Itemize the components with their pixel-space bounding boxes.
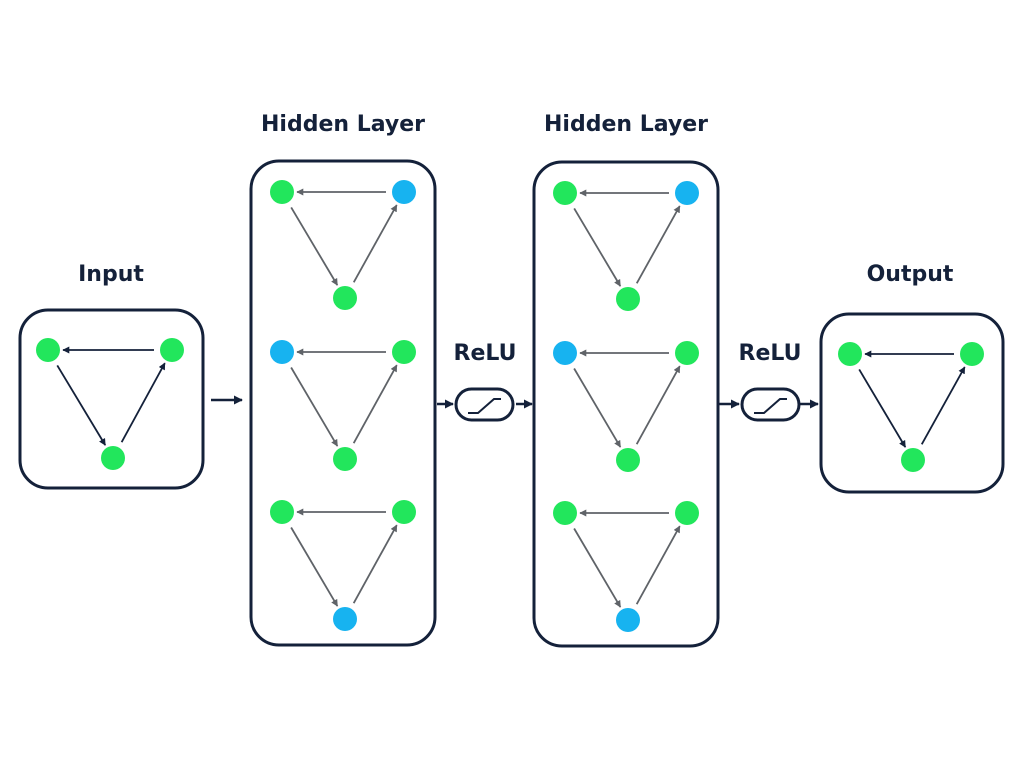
- graph-edge: [573, 368, 622, 448]
- graph-edge: [635, 205, 681, 284]
- graph-node-green: [333, 447, 357, 471]
- input-graph-1: [36, 338, 184, 470]
- graph-node-green: [838, 342, 862, 366]
- graph-edge: [120, 362, 166, 443]
- graph-edge: [352, 204, 398, 283]
- graph-node-blue: [392, 180, 416, 204]
- hidden1-graph-2: [270, 340, 416, 471]
- relu-2-label: ReLU: [739, 341, 802, 366]
- graph-edge: [635, 525, 681, 605]
- graph-node-green: [901, 448, 925, 472]
- graph-node-green: [553, 181, 577, 205]
- graph-edge: [290, 527, 339, 607]
- hidden2-graph-2: [553, 341, 699, 472]
- graph-edge: [352, 524, 398, 604]
- graph-edge: [635, 365, 681, 445]
- input-label: Input: [78, 262, 144, 287]
- graph-edge: [290, 367, 339, 447]
- graph-node-green: [101, 446, 125, 470]
- input-box: [18, 308, 205, 490]
- graph-edge: [352, 364, 398, 444]
- relu-1-icon: [454, 387, 515, 422]
- graph-edge: [573, 208, 622, 287]
- output-graph-1: [838, 342, 984, 472]
- hidden-layer-1-label: Hidden Layer: [261, 112, 425, 137]
- relu-1-label: ReLU: [454, 341, 517, 366]
- graph-edge: [56, 364, 107, 446]
- hidden1-graph-3: [270, 500, 416, 631]
- graph-edge: [920, 366, 966, 445]
- hidden2-graph-1: [553, 181, 699, 311]
- graph-node-green: [616, 448, 640, 472]
- graph-node-green: [616, 287, 640, 311]
- graph-node-green: [270, 500, 294, 524]
- graph-node-green: [333, 286, 357, 310]
- graph-node-green: [675, 501, 699, 525]
- graph-node-green: [36, 338, 60, 362]
- output-box: [819, 312, 1005, 494]
- graph-node-green: [553, 501, 577, 525]
- graph-node-blue: [333, 607, 357, 631]
- graph-node-green: [160, 338, 184, 362]
- graph-edge: [290, 207, 339, 286]
- hidden-layer-2-box: [532, 160, 720, 648]
- hidden2-graph-3: [553, 501, 699, 632]
- graph-node-blue: [553, 341, 577, 365]
- hidden1-graph-1: [270, 180, 416, 310]
- graph-node-blue: [616, 608, 640, 632]
- graph-node-blue: [675, 181, 699, 205]
- hidden-layer-1-box: [249, 159, 437, 647]
- graph-edge: [858, 369, 907, 448]
- graph-node-green: [675, 341, 699, 365]
- graph-node-green: [960, 342, 984, 366]
- hidden-layer-2-label: Hidden Layer: [544, 112, 708, 137]
- graph-node-green: [392, 500, 416, 524]
- graph-node-blue: [270, 340, 294, 364]
- graph-edge: [573, 528, 622, 608]
- relu-2-icon: [740, 387, 801, 422]
- graph-node-green: [270, 180, 294, 204]
- graph-node-green: [392, 340, 416, 364]
- output-label: Output: [867, 262, 954, 287]
